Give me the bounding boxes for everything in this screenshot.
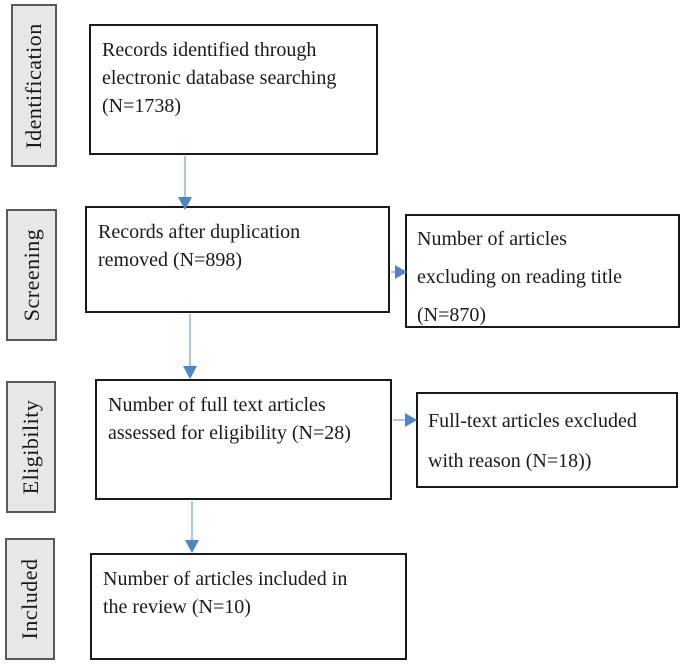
text-line: (N=870) <box>417 304 487 326</box>
box-fulltext-assessed: Number of full text articles assessed fo… <box>95 379 392 500</box>
stage-label-screening-text: Screening <box>18 228 44 322</box>
stage-label-included-text: Included <box>17 558 42 640</box>
text-line: Number of articles <box>417 228 567 250</box>
box-records-identified: Records identified through electronic da… <box>89 24 378 155</box>
stage-label-identification: Identification <box>11 4 57 167</box>
stage-label-identification-text: Identification <box>21 22 46 149</box>
text-line: with reason (N=18)) <box>428 450 592 472</box>
text-line: Records after duplication <box>98 221 301 243</box>
text-line: Number of articles included in <box>103 568 348 590</box>
text-line: Full-text articles excluded <box>428 410 637 432</box>
text-line: assessed for eligibility (N=28) <box>108 422 351 444</box>
down-arrow-assessed-to-included <box>185 501 199 553</box>
text-line: Records identified through <box>102 39 317 61</box>
text-line: Number of full text articles <box>108 394 326 416</box>
stage-label-eligibility-text: Eligibility <box>18 399 43 495</box>
text-line: electronic database searching <box>102 67 337 89</box>
box-fulltext-excluded: Full-text articles excluded with reason … <box>416 392 678 488</box>
box-title-excluded: Number of articles excluding on reading … <box>405 214 680 328</box>
stage-label-screening: Screening <box>6 209 57 341</box>
text-line: the review (N=10) <box>103 596 251 618</box>
box-records-deduplicated: Records after duplication removed (N=898… <box>85 206 390 313</box>
stage-label-eligibility: Eligibility <box>6 381 56 513</box>
down-arrow-identified-to-deduplicated <box>178 156 192 210</box>
box-articles-included: Number of articles included in the revie… <box>90 553 407 660</box>
down-arrow-deduplicated-to-assessed <box>183 314 197 379</box>
text-line: (N=1738) <box>102 95 182 117</box>
right-arrow-assessed-to-fulltext-excluded <box>393 413 417 427</box>
stage-label-included: Included <box>5 538 55 660</box>
text-line: excluding on reading title <box>417 266 622 288</box>
text-line: removed (N=898) <box>98 249 243 271</box>
